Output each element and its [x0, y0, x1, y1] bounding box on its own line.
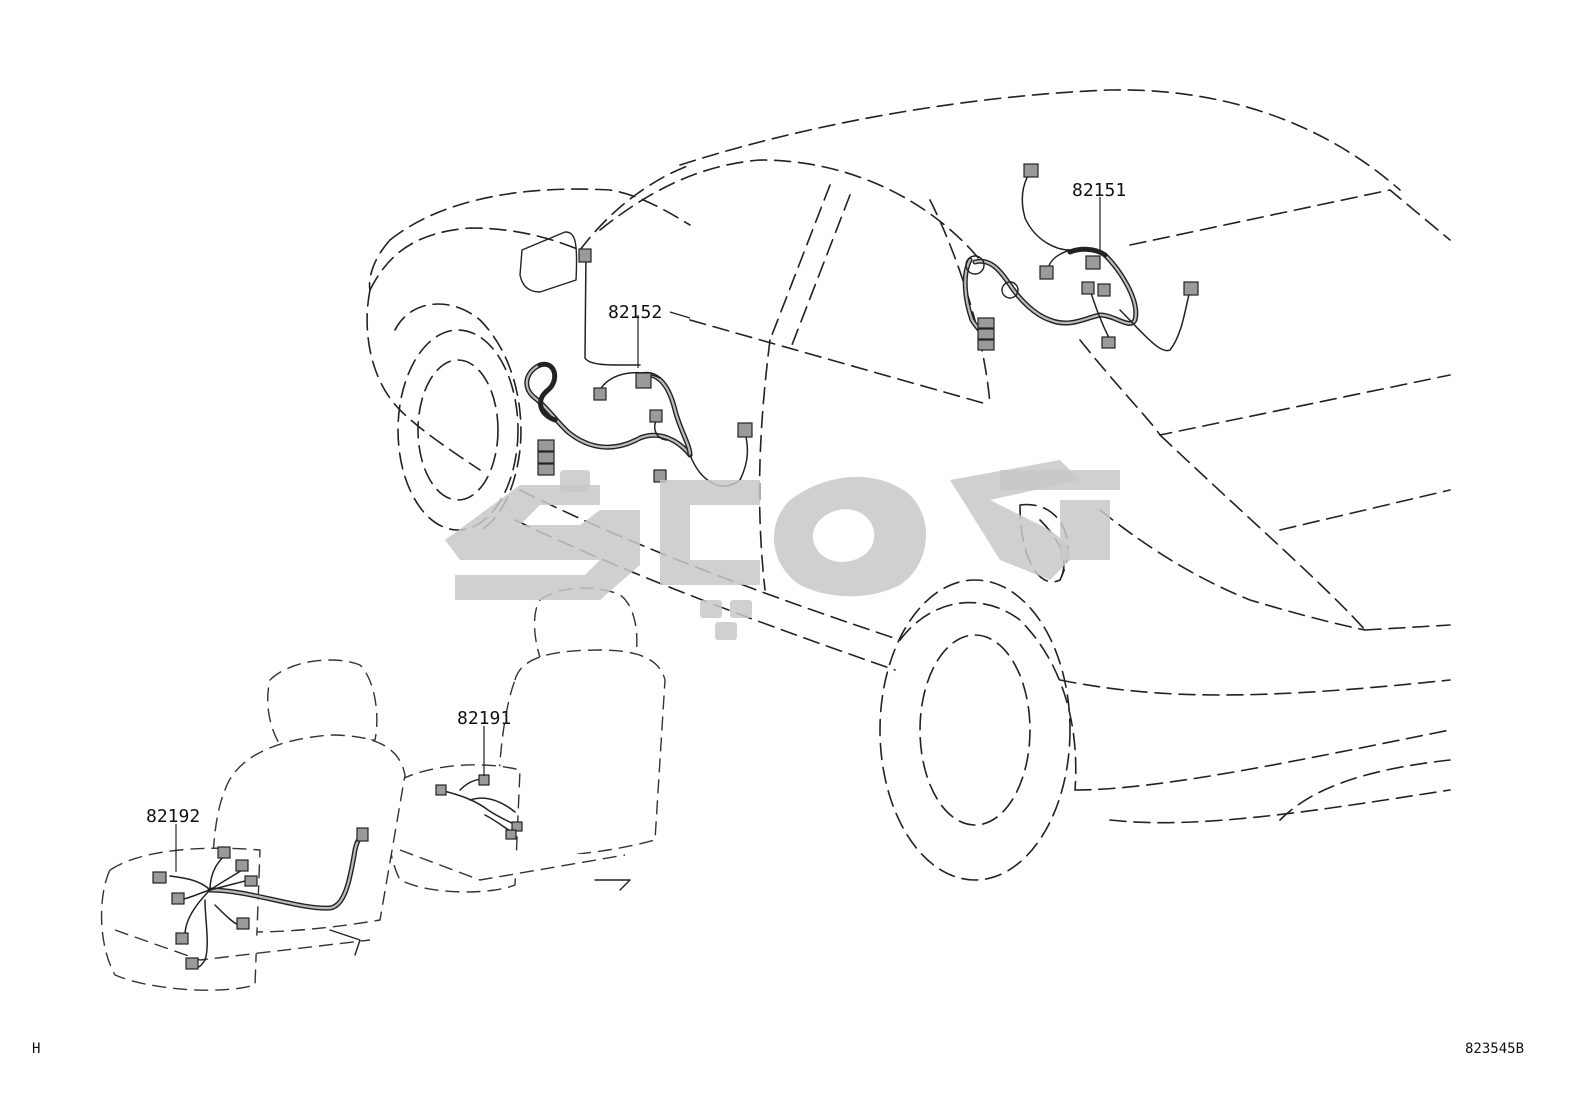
connector — [175, 932, 189, 945]
connector — [593, 387, 607, 401]
connector — [977, 317, 995, 329]
connector — [171, 892, 185, 905]
connector — [356, 827, 369, 842]
connector — [977, 339, 995, 351]
seat-right — [388, 587, 666, 893]
part-label-82151: 82151 — [1072, 180, 1126, 201]
connector — [1183, 281, 1199, 296]
part-label-82191: 82191 — [457, 708, 511, 729]
car-outline — [366, 89, 1451, 881]
connector — [1097, 283, 1111, 297]
part-label-82152: 82152 — [608, 302, 662, 323]
harness-82191 — [435, 774, 523, 840]
connector — [537, 451, 555, 464]
connector — [1081, 281, 1095, 295]
connector — [185, 957, 199, 970]
harness-82152 — [524, 248, 753, 487]
connector — [578, 248, 592, 263]
connector — [244, 875, 258, 887]
connector — [649, 409, 663, 423]
connector — [217, 846, 231, 859]
connector — [537, 463, 555, 476]
connector — [1085, 255, 1101, 270]
connector — [505, 829, 517, 840]
connector — [737, 422, 753, 438]
harness-82192 — [152, 827, 369, 970]
connector — [511, 821, 523, 832]
part-labels: 82151 82152 82191 82192 H 823545B — [32, 180, 1524, 1057]
connector — [435, 784, 447, 796]
watermark — [445, 460, 1120, 640]
connector — [635, 372, 652, 389]
harness-82151 — [962, 163, 1199, 352]
connector — [977, 328, 995, 340]
connector — [1101, 336, 1116, 349]
connector — [1023, 163, 1039, 178]
connector — [1039, 265, 1054, 280]
connector — [537, 439, 555, 452]
connector — [478, 774, 490, 786]
part-label-82192: 82192 — [146, 806, 200, 827]
connector — [236, 917, 250, 930]
connector — [235, 859, 249, 872]
figure-number: 823545B — [1465, 1041, 1524, 1057]
corner-code-left: H — [32, 1041, 40, 1057]
connector — [152, 871, 167, 884]
